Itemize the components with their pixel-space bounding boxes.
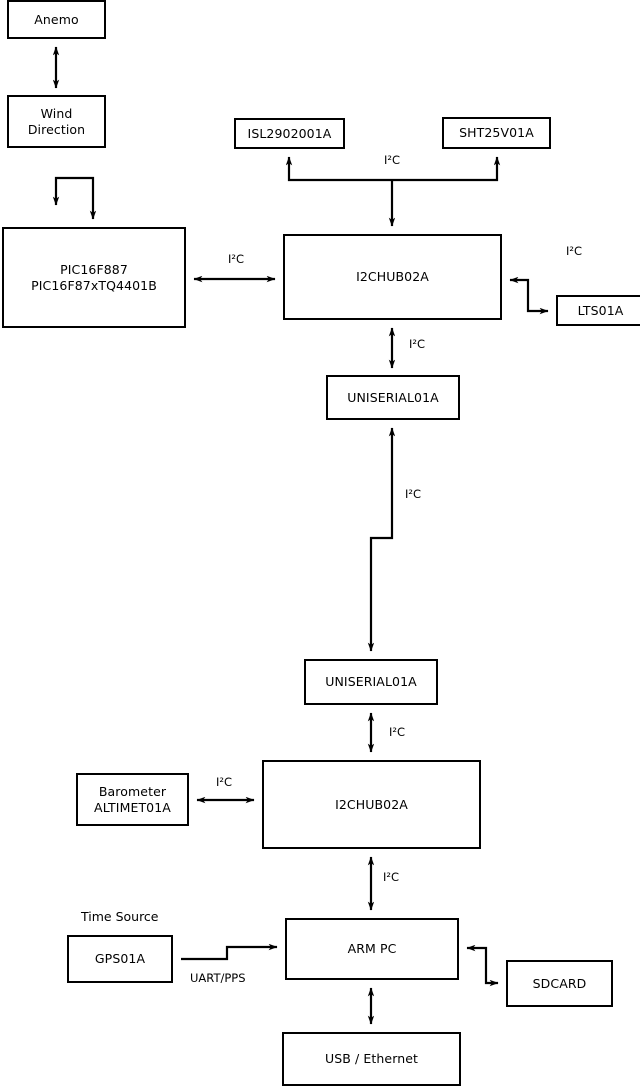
node-pic-microcontroller-label: PIC16F887 PIC16F87xTQ4401B bbox=[31, 261, 157, 293]
connector-pic-wind bbox=[52, 176, 97, 220]
node-usb-ethernet[interactable]: USB / Ethernet bbox=[282, 1032, 461, 1086]
node-anemo-label: Anemo bbox=[34, 11, 79, 27]
label-time-source: Time Source bbox=[81, 909, 159, 924]
edge-label-gps-to-arm-pc: UART/PPS bbox=[190, 971, 246, 985]
node-uniserial01a-upper-label: UNISERIAL01A bbox=[347, 389, 439, 405]
node-lts01a[interactable]: LTS01A bbox=[556, 295, 640, 326]
node-lts01a-label: LTS01A bbox=[577, 302, 624, 318]
node-i2chub02a-bottom-label: I2CHUB02A bbox=[335, 796, 408, 812]
node-usb-ethernet-label: USB / Ethernet bbox=[324, 1051, 419, 1066]
node-uniserial01a-upper[interactable]: UNISERIAL01A bbox=[326, 375, 460, 420]
node-pic-microcontroller[interactable]: PIC16F887 PIC16F87xTQ4401B bbox=[2, 227, 186, 328]
edge-label-hub-to-lts: I²C bbox=[566, 244, 583, 258]
node-anemo[interactable]: Anemo bbox=[7, 0, 106, 39]
edge-label-hub-to-arm-pc: I²C bbox=[383, 870, 400, 884]
node-sht25v01a[interactable]: SHT25V01A bbox=[442, 117, 551, 149]
edge-label-pic-to-hub: I²C bbox=[228, 252, 245, 266]
edge-label-barometer-to-hub: I²C bbox=[216, 775, 233, 789]
edge-label-hub-to-uniserial-upper: I²C bbox=[409, 337, 426, 351]
connector-hub-sht bbox=[392, 156, 501, 182]
node-wind-direction-label: Wind Direction bbox=[27, 105, 86, 137]
connector-gps-armpc bbox=[181, 943, 278, 961]
node-i2chub02a-top-label: I2CHUB02A bbox=[356, 269, 429, 284]
node-wind-direction[interactable]: Wind Direction bbox=[7, 95, 106, 148]
connector-uniserial1-uniserial2 bbox=[367, 427, 396, 652]
node-barometer-label: Barometer ALTIMET01A bbox=[94, 783, 171, 815]
node-arm-pc-label: ARM PC bbox=[347, 941, 397, 956]
node-sdcard[interactable]: SDCARD bbox=[506, 960, 613, 1007]
connector-hub-lts bbox=[509, 276, 549, 315]
edge-label-hub-to-isl-sht: I²C bbox=[384, 153, 401, 167]
node-isl2902001a[interactable]: ISL2902001A bbox=[234, 118, 345, 149]
node-i2chub02a-bottom[interactable]: I2CHUB02A bbox=[262, 760, 481, 849]
node-barometer[interactable]: Barometer ALTIMET01A bbox=[76, 773, 189, 826]
edge-label-uniserial-lower-to-hub: I²C bbox=[389, 725, 406, 739]
node-arm-pc[interactable]: ARM PC bbox=[285, 918, 459, 980]
node-uniserial01a-lower-label: UNISERIAL01A bbox=[325, 674, 417, 689]
node-isl2902001a-label: ISL2902001A bbox=[247, 125, 332, 141]
node-uniserial01a-lower[interactable]: UNISERIAL01A bbox=[304, 659, 438, 705]
node-i2chub02a-top[interactable]: I2CHUB02A bbox=[283, 234, 502, 320]
edge-label-uniserial-link: I²C bbox=[405, 487, 422, 501]
node-gps01a-label: GPS01A bbox=[94, 951, 146, 966]
node-sht25v01a-label: SHT25V01A bbox=[459, 125, 534, 140]
node-gps01a[interactable]: GPS01A bbox=[67, 935, 173, 983]
connector-hub-isl bbox=[285, 156, 392, 182]
node-sdcard-label: SDCARD bbox=[532, 975, 587, 991]
connector-armpc-sdcard bbox=[466, 944, 499, 987]
